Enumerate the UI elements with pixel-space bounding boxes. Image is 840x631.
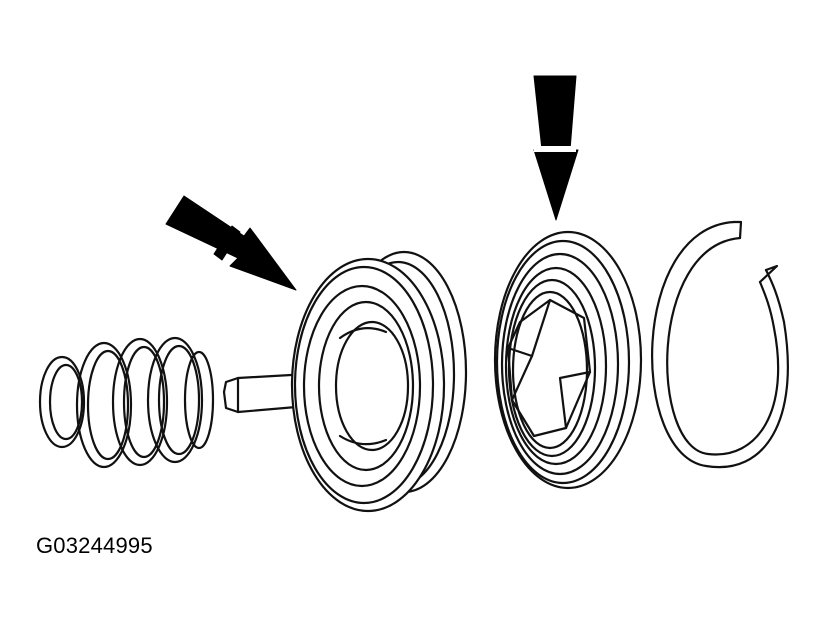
arrow-piston-callout [165, 195, 297, 291]
valve-piston [290, 250, 468, 513]
figure-id-label: G03244995 [36, 533, 153, 558]
retainer-cap [493, 230, 643, 490]
coil-spring [38, 336, 215, 469]
arrow-cap-callout [533, 75, 579, 221]
snap-ring [651, 220, 789, 469]
